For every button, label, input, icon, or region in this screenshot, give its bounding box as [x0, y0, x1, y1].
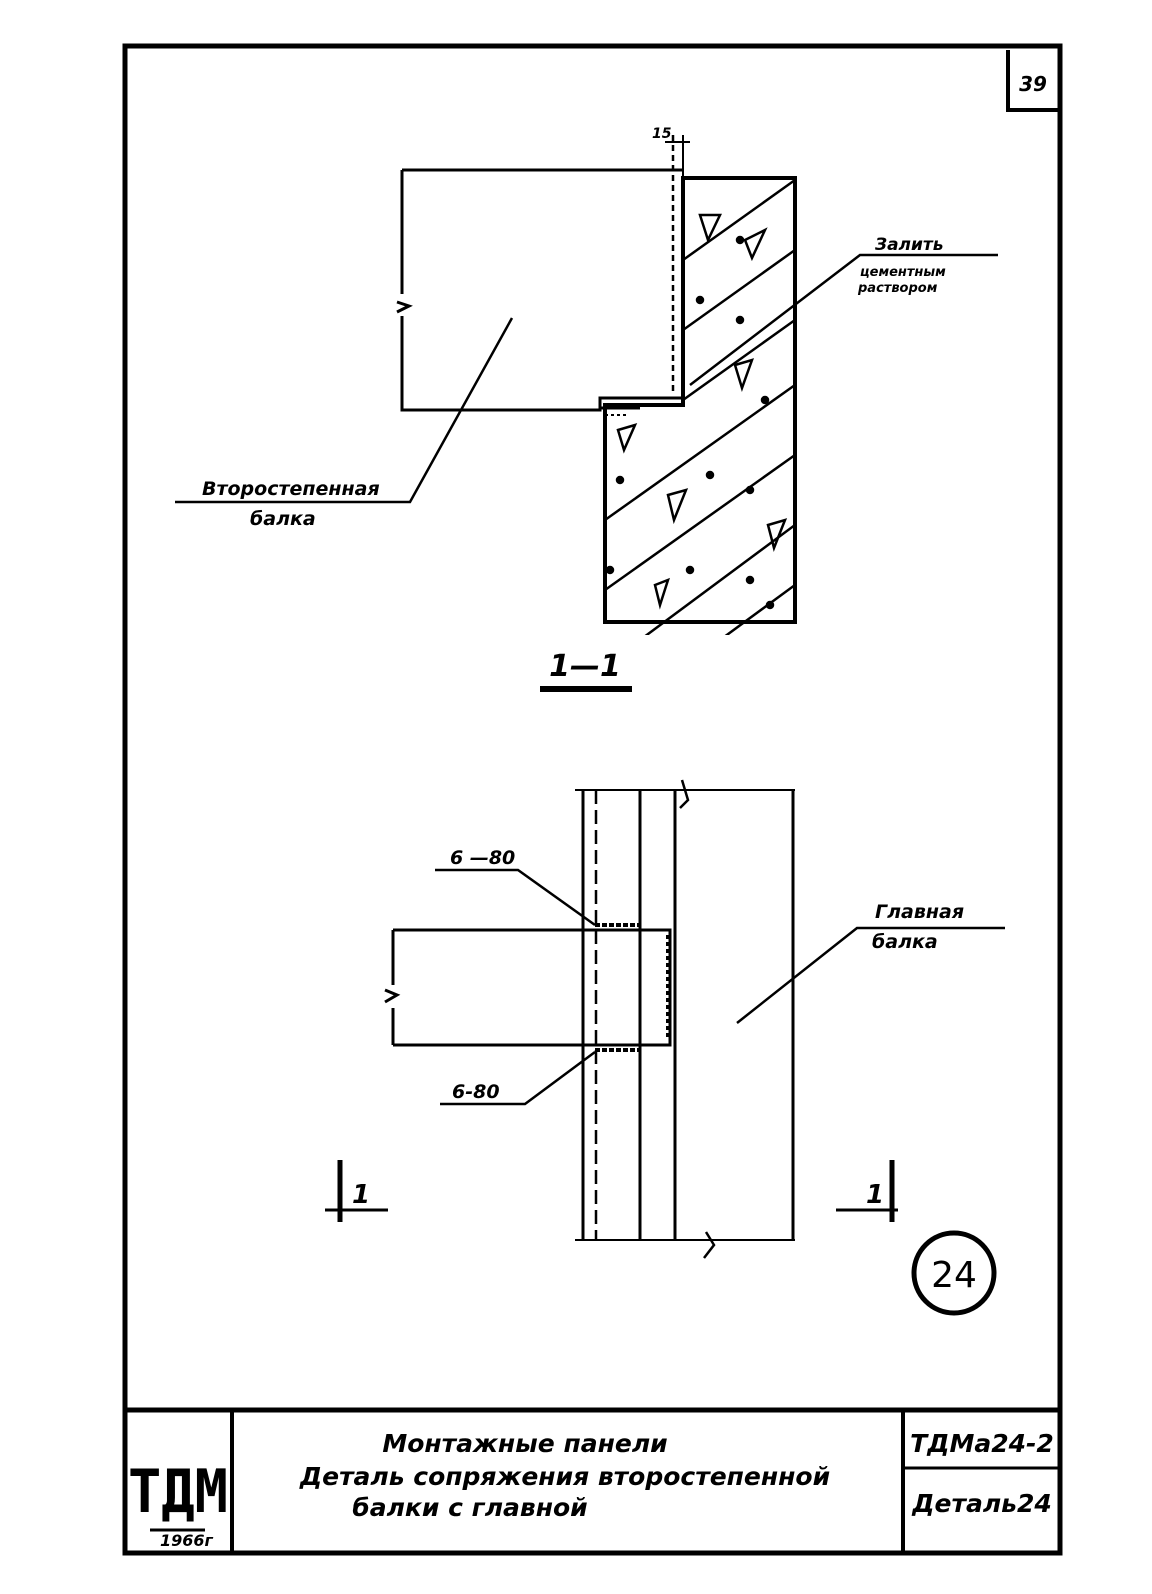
label-fill: Залить	[874, 235, 944, 255]
sheet-number: 39	[1019, 72, 1047, 96]
section-title: 1—1	[549, 649, 621, 684]
cut-mark-right: 1	[836, 1160, 898, 1222]
label-main-1: Главная	[875, 901, 964, 923]
cut-mark-left: 1	[325, 1160, 388, 1222]
main-beam-section	[600, 176, 797, 635]
plan-view: 6 —80 6-80 Главная балка 1 1 24	[325, 779, 1005, 1316]
leader-weld-top	[435, 868, 596, 927]
drawing-code: ТДМа24-2	[910, 1429, 1054, 1458]
detail-number: 24	[931, 1255, 977, 1296]
detail-label: Деталь24	[911, 1489, 1052, 1518]
leader-main	[736, 926, 1005, 1024]
title-line-3: балки с главной	[352, 1493, 587, 1522]
label-fill-sub1: цементным	[860, 265, 946, 280]
title-block: ТДМ 1966г Монтажные панели Деталь сопряж…	[125, 1407, 1060, 1553]
dimension-gap: 15	[652, 126, 672, 142]
label-secondary-2: балка	[250, 508, 316, 530]
sheet-frame	[122, 43, 1063, 1556]
label-secondary-1: Второстепенная	[202, 478, 380, 500]
secondary-beam-plan	[384, 928, 672, 1047]
leader-weld-bottom	[440, 1050, 596, 1106]
title-line-2: Деталь сопряжения второстепенной	[299, 1462, 830, 1491]
section-view: 15 Залить цементным раствором Второстепе…	[175, 126, 998, 692]
weld-top: 6 —80	[450, 847, 515, 869]
year: 1966г	[160, 1531, 214, 1550]
secondary-beam-outline	[396, 170, 683, 412]
weld-bottom: 6-80	[452, 1081, 500, 1103]
leader-fill	[689, 253, 998, 386]
leader-secondary	[175, 317, 514, 504]
detail-circle	[911, 1230, 997, 1316]
logo: ТДМ	[128, 1457, 228, 1527]
label-main-2: балка	[872, 931, 938, 953]
title-line-1: Монтажные панели	[382, 1429, 667, 1458]
label-fill-sub2: раствором	[857, 281, 938, 296]
svg-text:1: 1	[352, 1180, 370, 1210]
svg-text:1: 1	[866, 1180, 884, 1210]
sheet-number-box: 39	[1006, 50, 1058, 112]
